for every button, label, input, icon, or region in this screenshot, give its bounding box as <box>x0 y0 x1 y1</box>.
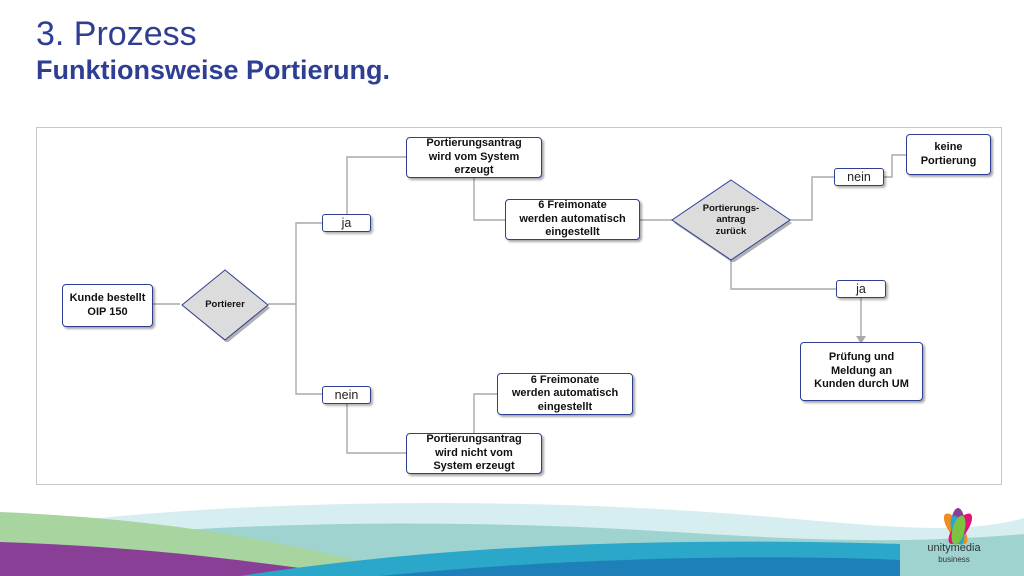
connector-decision-ja <box>730 260 836 290</box>
request-created-box: Portierungsantrag wird vom System erzeug… <box>406 137 542 178</box>
diamond-shape <box>671 179 792 263</box>
connector-ja-request <box>346 156 406 214</box>
free-months-bottom-box: 6 Freimonate werden automatisch eingeste… <box>497 373 633 415</box>
check-report-box: Prüfung und Meldung an Kunden durch UM <box>800 342 923 401</box>
returned-ja-label: ja <box>836 280 886 298</box>
branch-nein-label: nein <box>322 386 371 404</box>
no-porting-box: keine Portierung <box>906 134 991 175</box>
returned-nein-label: nein <box>834 168 884 186</box>
branch-ja-label: ja <box>322 214 371 232</box>
unitymedia-logo-icon <box>943 508 973 545</box>
diamond-shape <box>181 269 270 343</box>
decision-returned-label: Portierungs- antrag zurück <box>702 202 760 237</box>
connector-nein-noporting <box>884 154 906 178</box>
page-subtitle: Funktionsweise Portierung. <box>36 55 391 85</box>
connector-to-nein <box>295 304 322 395</box>
decision-returned: Portierungs- antrag zurück <box>670 178 792 263</box>
brand-name: unitymedia <box>927 542 981 554</box>
page-title: 3. Prozess <box>36 15 197 53</box>
decision-porter: Portierer <box>180 268 270 343</box>
request-not-created-box: Portierungsantrag wird nicht vom System … <box>406 433 542 474</box>
decision-porter-label: Portierer <box>205 299 245 311</box>
connector-request-freemonths <box>473 178 505 221</box>
connector-nein-request <box>346 403 406 454</box>
free-months-top-box: 6 Freimonate werden automatisch eingeste… <box>505 199 640 240</box>
footer-wave-decoration <box>0 503 1024 576</box>
connector-request-freemonths-bottom <box>473 393 497 433</box>
customer-box: Kunde bestellt OIP 150 <box>62 284 153 327</box>
arrow-head-check <box>856 336 866 344</box>
connector-decision-nein <box>790 176 834 221</box>
brand-tagline: business <box>938 555 970 564</box>
connector-to-ja <box>268 222 322 305</box>
